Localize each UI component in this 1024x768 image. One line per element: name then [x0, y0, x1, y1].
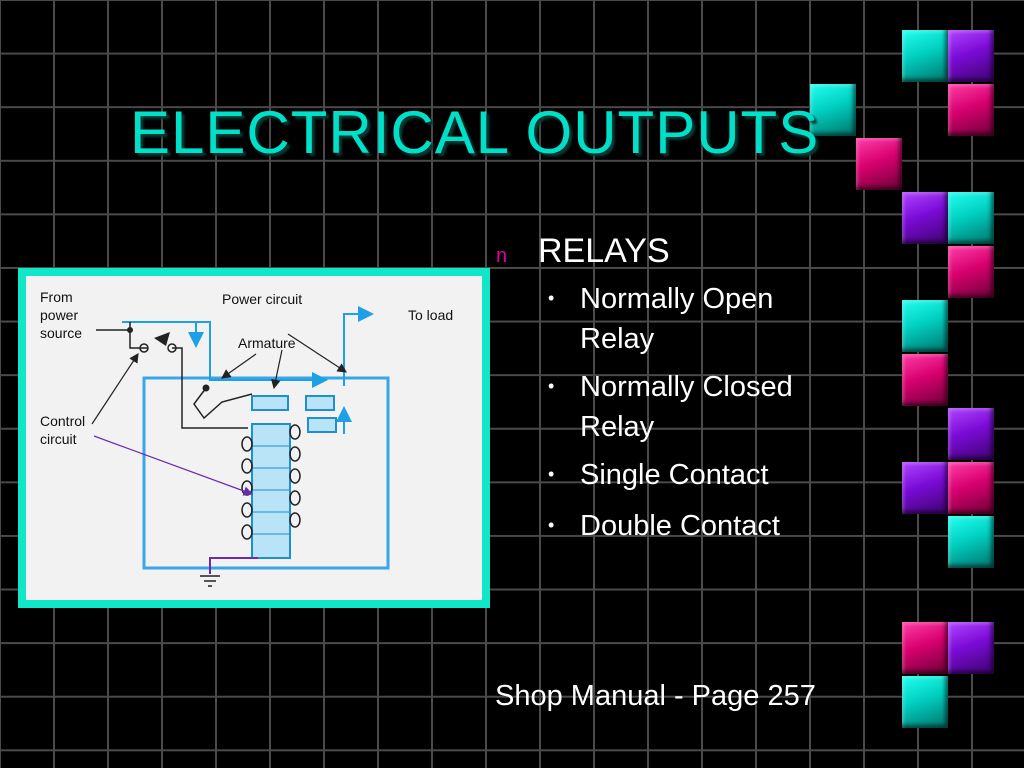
relay-diagram-svg: From power source Power circuit To load … [40, 289, 453, 587]
sub-bullet-text: Normally Closed Relay [580, 371, 793, 443]
label-armature: Armature [238, 335, 296, 351]
tile [810, 84, 856, 136]
tile [948, 462, 994, 514]
tile [948, 246, 994, 298]
tile [902, 300, 948, 352]
bullet-marker: n [496, 245, 508, 267]
relay-coil-core [251, 423, 291, 559]
coil-core-lines [252, 445, 290, 535]
tile [948, 84, 994, 136]
tile [856, 138, 902, 190]
sub-bullet: • Double Contact [548, 506, 838, 549]
tile [902, 30, 948, 82]
lower-contact [307, 417, 337, 433]
tile [948, 622, 994, 674]
armature-contact [251, 395, 289, 411]
tile [948, 408, 994, 460]
sub-bullet-marker: • [548, 464, 555, 484]
footer-reference: Shop Manual - Page 257 [495, 680, 816, 712]
sub-bullet: • Normally Closed Relay [548, 367, 838, 447]
tile [902, 354, 948, 406]
tile [948, 516, 994, 568]
sub-bullet: • Single Contact [548, 455, 838, 498]
bullet-main: n RELAYS [496, 232, 896, 271]
tile [902, 676, 948, 728]
relay-diagram-canvas: From power source Power circuit To load … [26, 276, 482, 600]
sub-bullet-marker: • [548, 515, 555, 535]
relay-diagram: From power source Power circuit To load … [18, 268, 490, 608]
to-load-arrow [343, 306, 374, 386]
switch-arrow-icon [154, 332, 170, 346]
relay-housing [142, 376, 390, 570]
sub-bullet-text: Single Contact [580, 459, 769, 491]
tile [948, 30, 994, 82]
label-power-circuit: Power circuit [222, 291, 302, 307]
sub-bullet-text: Normally Open Relay [580, 283, 774, 355]
label-from-power-source-1: From [40, 289, 73, 305]
tile [902, 192, 948, 244]
label-to-load: To load [408, 307, 453, 323]
power-circuit-path [122, 321, 328, 388]
label-control-circuit-1: Control [40, 413, 85, 429]
bullet-main-text: RELAYS [538, 232, 670, 270]
fixed-contact [305, 395, 335, 411]
sub-bullet-text: Double Contact [580, 510, 780, 542]
bullet-list: n RELAYS • Normally Open Relay • Normall… [496, 232, 896, 557]
sub-bullet-marker: • [548, 376, 555, 396]
tile [948, 192, 994, 244]
label-control-circuit-2: circuit [40, 431, 77, 447]
tile [902, 462, 948, 514]
sub-bullet-marker: • [548, 288, 555, 308]
label-from-power-source-3: source [40, 325, 82, 341]
tile [902, 622, 948, 674]
ground-icon [200, 575, 220, 587]
sub-bullet: • Normally Open Relay [548, 279, 838, 359]
label-from-power-source-2: power [40, 307, 78, 323]
slide-title: ELECTRICAL OUTPUTS [130, 99, 820, 166]
